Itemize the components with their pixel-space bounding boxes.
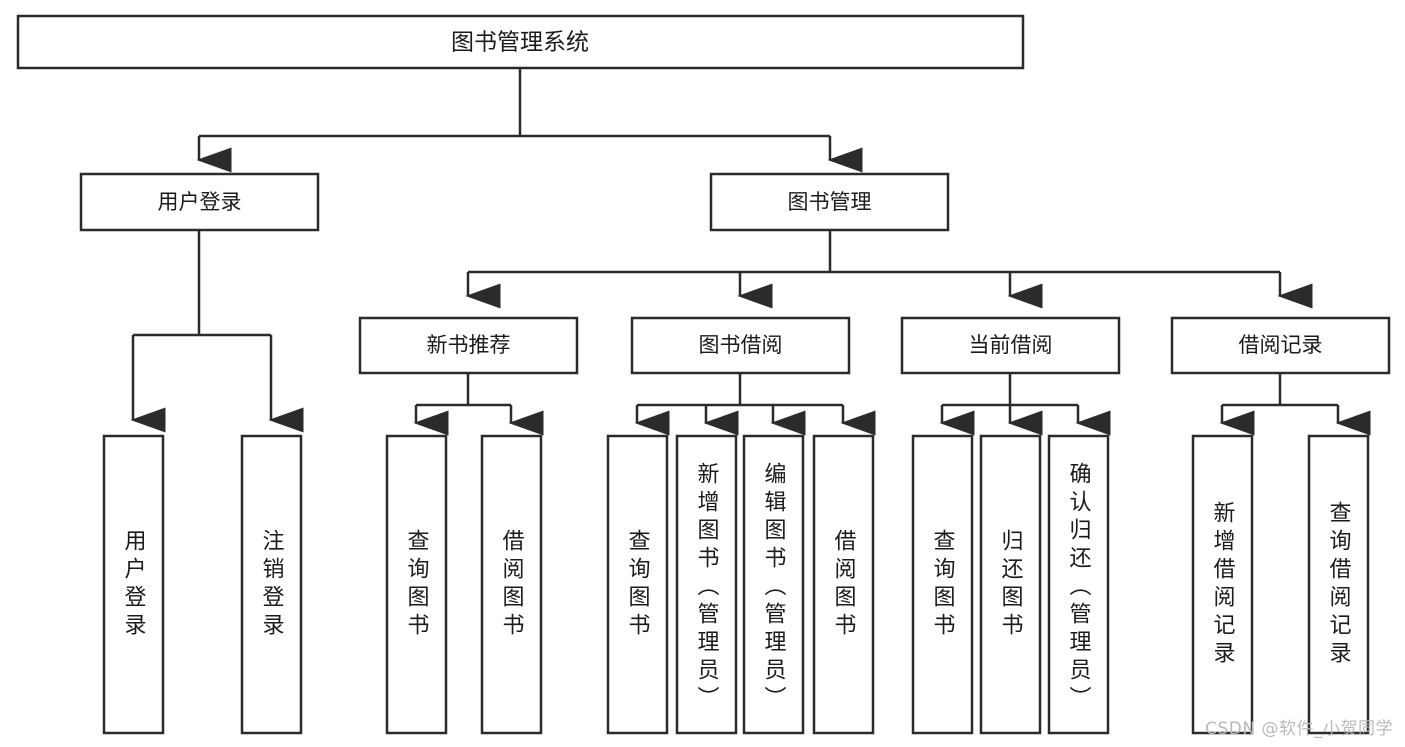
level1-box-user-login[interactable] xyxy=(79,172,320,232)
level2-box-new-book-recommend[interactable] xyxy=(358,316,579,375)
level2-box-current-borrow[interactable] xyxy=(900,316,1121,375)
leaf-label: 注销登录 xyxy=(259,529,285,641)
node-user-login[interactable]: 用户登录 xyxy=(79,172,320,232)
node-current-borrow[interactable]: 当前借阅 xyxy=(900,316,1121,375)
leaf-box[interactable] xyxy=(979,434,1042,735)
leaf-new-book-recommend-2[interactable]: 借阅图书 xyxy=(480,434,543,735)
leaf-box[interactable] xyxy=(675,434,738,735)
leaf-box[interactable] xyxy=(240,434,303,735)
connector-new-book-recommend-to-leaves xyxy=(413,373,544,436)
level2-label-new-book-recommend: 新书推荐 xyxy=(427,333,511,357)
connector-root-to-level1 xyxy=(196,68,863,173)
leaf-label: 新增借阅记录 xyxy=(1210,501,1236,669)
connector-book-management-to-level2 xyxy=(465,230,1313,309)
leaf-label: 借阅图书 xyxy=(499,529,525,641)
level2-label-book-borrow: 图书借阅 xyxy=(699,333,783,357)
connector-user-login-to-leaves xyxy=(130,230,304,433)
leaf-borrow-record-1[interactable]: 新增借阅记录 xyxy=(1191,434,1254,735)
leaf-box[interactable] xyxy=(1191,434,1254,735)
leaf-current-borrow-2[interactable]: 归还图书 xyxy=(979,434,1042,735)
leaf-box[interactable] xyxy=(102,434,165,735)
leaf-label: 新增图书（管理员） xyxy=(694,462,720,714)
leaf-book-borrow-1[interactable]: 查询图书 xyxy=(606,434,669,735)
leaf-user-login-2[interactable]: 注销登录 xyxy=(240,434,303,735)
leaf-book-borrow-4[interactable]: 借阅图书 xyxy=(812,434,875,735)
connector-borrow-record-to-leaves xyxy=(1219,373,1371,436)
leaf-box[interactable] xyxy=(742,434,805,735)
leaf-current-borrow-1[interactable]: 查询图书 xyxy=(911,434,974,735)
leaf-label: 归还图书 xyxy=(998,529,1024,641)
leaf-box[interactable] xyxy=(1307,434,1370,735)
leaf-user-login-1[interactable]: 用户登录 xyxy=(102,434,165,735)
node-book-borrow[interactable]: 图书借阅 xyxy=(630,316,851,375)
leaf-book-borrow-2[interactable]: 新增图书（管理员） xyxy=(675,434,738,735)
leaf-box[interactable] xyxy=(911,434,974,735)
node-book-management[interactable]: 图书管理 xyxy=(709,172,950,232)
connector-current-borrow-to-leaves xyxy=(939,373,1111,436)
leaf-box[interactable] xyxy=(812,434,875,735)
leaf-label: 查询图书 xyxy=(930,529,956,641)
leaf-new-book-recommend-1[interactable]: 查询图书 xyxy=(385,434,448,735)
leaf-current-borrow-3[interactable]: 确认归还（管理员） xyxy=(1047,434,1110,735)
root-label: 图书管理系统 xyxy=(451,30,589,56)
node-new-book-recommend[interactable]: 新书推荐 xyxy=(358,316,579,375)
level2-label-borrow-record: 借阅记录 xyxy=(1239,333,1323,357)
leaf-label: 用户登录 xyxy=(121,529,147,641)
node-borrow-record[interactable]: 借阅记录 xyxy=(1170,316,1391,375)
leaf-label: 编辑图书（管理员） xyxy=(761,462,787,714)
node-root[interactable]: 图书管理系统 xyxy=(16,14,1025,70)
level2-label-current-borrow: 当前借阅 xyxy=(969,333,1053,357)
leaf-book-borrow-3[interactable]: 编辑图书（管理员） xyxy=(742,434,805,735)
leaf-label: 查询借阅记录 xyxy=(1326,501,1352,669)
leaf-box[interactable] xyxy=(385,434,448,735)
level1-label-user-login: 用户登录 xyxy=(158,190,242,214)
level1-label-book-management: 图书管理 xyxy=(788,190,872,214)
leaf-label: 借阅图书 xyxy=(831,529,857,641)
leaf-label: 查询图书 xyxy=(625,529,651,641)
leaf-label: 查询图书 xyxy=(404,529,430,641)
connector-book-borrow-to-leaves xyxy=(634,373,876,436)
leaf-box[interactable] xyxy=(480,434,543,735)
root-box[interactable] xyxy=(16,14,1025,70)
leaf-label: 确认归还（管理员） xyxy=(1066,462,1092,714)
leaf-borrow-record-2[interactable]: 查询借阅记录 xyxy=(1307,434,1370,735)
leaf-box[interactable] xyxy=(1047,434,1110,735)
leaf-box[interactable] xyxy=(606,434,669,735)
